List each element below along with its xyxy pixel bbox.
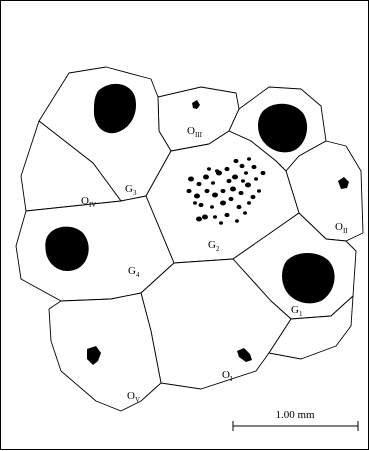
label-g3: G3 <box>125 183 137 197</box>
inclusion-dot <box>230 186 236 192</box>
inclusion-dot <box>213 215 217 219</box>
inclusion-dot <box>239 163 245 169</box>
inclusion-dot <box>215 169 219 173</box>
inclusion-dot <box>211 181 215 185</box>
inclusion-dot <box>245 182 251 188</box>
label-g4: G4 <box>128 265 140 279</box>
label-o2: OII <box>335 221 348 235</box>
label-o3: OIII <box>187 125 203 139</box>
labels: G1 G2 G3 G4 OI OII OIII OIV OV <box>81 125 348 404</box>
cell-bottom-right <box>268 295 354 360</box>
inclusion-dot <box>232 174 238 180</box>
inclusion-dot <box>244 171 248 175</box>
inclusion-dot <box>219 221 223 225</box>
grain-top-left <box>93 83 137 134</box>
inclusion-dot <box>207 167 211 171</box>
inclusion-dot <box>202 214 208 220</box>
cell-o5 <box>48 292 162 412</box>
grain-boundaries <box>15 66 364 412</box>
grain-o1-small <box>237 348 252 362</box>
label-g1: G1 <box>291 304 303 318</box>
grain-o3-small <box>192 100 200 109</box>
inclusion-dot <box>233 158 239 164</box>
inclusion-dot <box>238 190 244 196</box>
inclusion-dot <box>220 200 226 206</box>
inclusion-dot <box>243 211 247 215</box>
inclusion-dot <box>251 164 257 170</box>
inclusion-dot <box>257 189 261 193</box>
opaque-grains <box>45 83 349 365</box>
inclusion-dot <box>235 219 239 223</box>
inclusion-dot <box>247 201 251 205</box>
inclusion-dot <box>228 196 234 202</box>
inclusion-dot <box>224 166 230 172</box>
grain-left-middle <box>45 226 89 272</box>
inclusion-dot <box>247 157 251 161</box>
inclusion-dot <box>196 181 202 187</box>
inclusion-dot <box>254 177 258 181</box>
label-o5: OV <box>127 390 140 404</box>
inclusion-dot <box>250 194 256 200</box>
grain-o2-small <box>338 177 349 189</box>
inclusion-dot <box>210 205 214 209</box>
inclusion-dot <box>212 192 218 198</box>
inclusion-dot <box>198 202 204 208</box>
inclusion-dot <box>196 216 202 222</box>
inclusion-dot <box>204 188 210 194</box>
inclusion-dot <box>220 188 226 194</box>
label-o1: OI <box>222 369 233 383</box>
inclusion-cluster <box>186 157 266 225</box>
inclusion-dot <box>186 188 192 194</box>
inclusion-dot <box>226 178 232 184</box>
label-o4: OIV <box>81 195 96 209</box>
inclusion-dot <box>194 193 200 199</box>
inclusion-dot <box>241 179 245 183</box>
scale-bar-label: 1.00 mm <box>275 409 315 421</box>
grain-right-middle <box>282 252 335 304</box>
scale-bar: 1.00 mm <box>232 409 359 431</box>
grain-o5-small <box>87 346 101 365</box>
inclusion-dot <box>260 170 266 176</box>
inclusion-dot <box>193 201 197 205</box>
inclusion-dot <box>224 212 230 218</box>
inclusion-dot <box>188 176 194 182</box>
inclusion-dot <box>203 174 209 180</box>
grain-top-right <box>258 103 308 153</box>
inclusion-dot <box>236 204 242 210</box>
label-g2: G2 <box>208 239 220 253</box>
